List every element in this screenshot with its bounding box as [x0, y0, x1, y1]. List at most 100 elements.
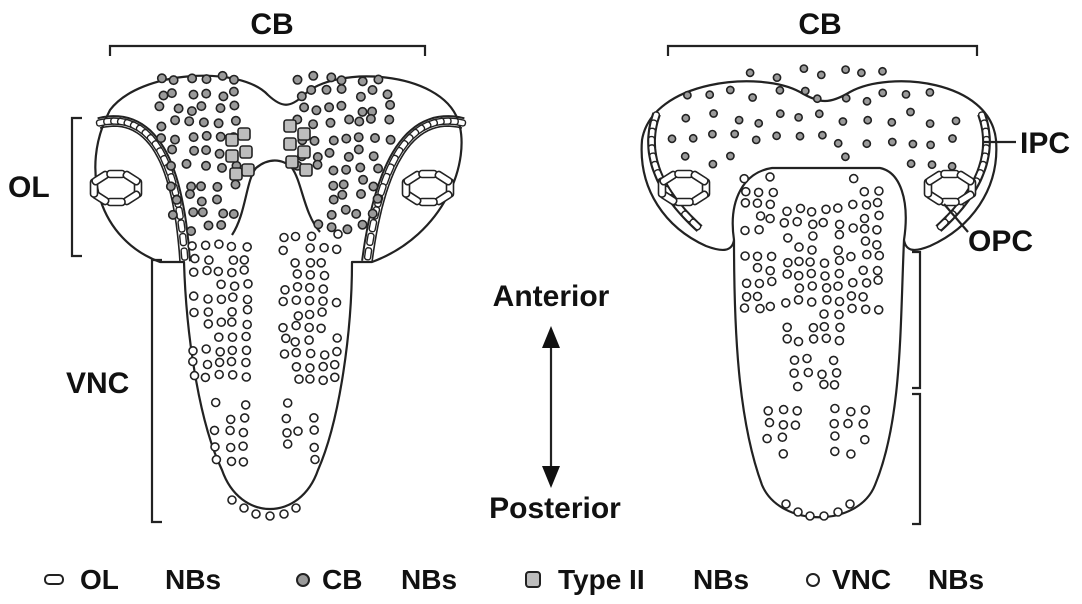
vnc-nb: [231, 282, 239, 290]
vnc-nb: [292, 322, 300, 330]
vnc-nb: [873, 241, 881, 249]
cb-nb: [858, 69, 865, 76]
cb-nb: [367, 115, 375, 123]
vnc-nb: [846, 500, 854, 508]
vnc-nb: [779, 421, 787, 429]
vnc-nb: [228, 308, 236, 316]
vnc-nb: [754, 252, 762, 260]
vnc-nb: [321, 351, 329, 359]
left-brain: [91, 72, 466, 520]
vnc-nb: [243, 243, 251, 251]
cb-nb: [949, 135, 956, 142]
vnc-nb: [279, 324, 287, 332]
legend-cb-suffix: NBs: [401, 564, 457, 595]
cb-nb: [863, 140, 870, 147]
vnc-nb: [306, 311, 314, 319]
cb-nb: [189, 90, 197, 98]
type2-nb: [298, 128, 310, 140]
vnc-nb: [847, 450, 855, 458]
vnc-nb: [793, 218, 801, 226]
label-cb-right: CB: [798, 8, 841, 41]
cb-nb: [357, 93, 365, 101]
type2-nb: [300, 164, 312, 176]
vnc-nb: [217, 318, 225, 326]
vnc-nb: [830, 356, 838, 364]
cb-nb: [330, 136, 338, 144]
opc-nb: [107, 171, 125, 178]
label-posterior: Posterior: [489, 492, 621, 525]
vnc-nb: [282, 334, 290, 342]
vnc-nb: [190, 268, 198, 276]
vnc-nb: [229, 371, 237, 379]
cb-nb: [926, 89, 933, 96]
vnc-nb: [252, 510, 260, 518]
cb-nb: [169, 211, 177, 219]
vnc-nb: [279, 246, 287, 254]
vnc-nb: [835, 231, 843, 239]
cb-nb: [949, 163, 956, 170]
cb-nb: [307, 86, 315, 94]
vnc-nb: [190, 292, 198, 300]
vnc-nb: [795, 296, 803, 304]
cb-nb: [863, 98, 870, 105]
vnc-nb: [310, 443, 318, 451]
vnc-nb: [835, 311, 843, 319]
legend-item-type2: Type II NBs: [526, 564, 749, 595]
cb-nb: [327, 73, 335, 81]
cb-nb: [322, 86, 330, 94]
vnc-nb: [333, 334, 341, 342]
cb-nb: [357, 190, 365, 198]
cb-nb: [202, 146, 210, 154]
cb-nb: [952, 117, 959, 124]
cb-nb: [370, 152, 378, 160]
vnc-nb: [795, 272, 803, 280]
cb-nb: [293, 76, 301, 84]
cb-nb: [202, 89, 210, 97]
cb-nb: [819, 132, 826, 139]
cb-nb: [773, 132, 780, 139]
cb-nb: [355, 133, 363, 141]
cb-nb: [368, 86, 376, 94]
cb-nb: [842, 153, 849, 160]
cb-nb: [843, 95, 850, 102]
cb-nb: [709, 131, 716, 138]
vnc-nb: [227, 444, 235, 452]
vnc-nb: [205, 256, 213, 264]
vnc-nb: [766, 200, 774, 208]
vnc-nb: [754, 264, 762, 272]
vnc-nb: [317, 259, 325, 267]
vnc-nb: [331, 373, 339, 381]
vnc-nb: [243, 346, 251, 354]
vnc-nb: [190, 309, 198, 317]
vnc-nb: [808, 246, 816, 254]
legend-item-vnc: VNC NBs: [807, 564, 984, 595]
cb-nb: [203, 132, 211, 140]
vnc-nb: [310, 414, 318, 422]
cb-nb: [889, 138, 896, 145]
cb-nb: [215, 150, 223, 158]
cb-nb: [342, 166, 350, 174]
cb-nb: [706, 91, 713, 98]
cb-nb: [230, 101, 238, 109]
vnc-nb: [875, 187, 883, 195]
vnc-nb: [284, 440, 292, 448]
vnc-nb: [873, 226, 881, 234]
vnc-nb: [334, 230, 342, 238]
vnc-nb: [754, 292, 762, 300]
cb-nb: [330, 195, 338, 203]
cb-nb: [310, 137, 318, 145]
cb-nb: [927, 120, 934, 127]
vnc-nb: [755, 226, 763, 234]
label-anterior: Anterior: [493, 280, 610, 313]
cb-nb: [217, 221, 225, 229]
cb-nb: [312, 106, 320, 114]
vnc-nb: [809, 220, 817, 228]
vnc-nb: [836, 257, 844, 265]
cb-nb: [328, 211, 336, 219]
cb-nb: [337, 102, 345, 110]
cb-nb: [171, 135, 179, 143]
type2-nb: [284, 120, 296, 132]
cb-nb: [337, 85, 345, 93]
cb-nb: [773, 74, 780, 81]
opc-nb: [107, 199, 125, 206]
